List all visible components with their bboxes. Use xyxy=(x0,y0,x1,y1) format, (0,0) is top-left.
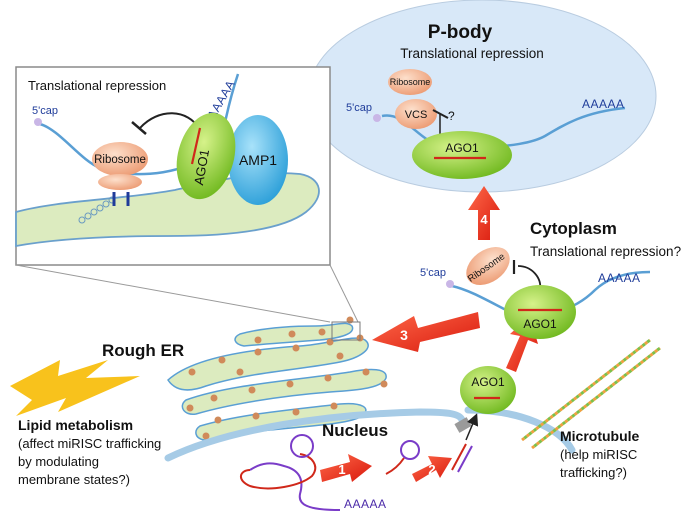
cytoplasm-title: Cytoplasm xyxy=(530,219,617,238)
nucleus: Nucleus AAAAA xyxy=(164,406,576,511)
step-1-label: 1 xyxy=(338,462,345,477)
pri-mirna-loop xyxy=(290,434,314,458)
inset-ribosome-small xyxy=(98,174,142,190)
nucleus-label: Nucleus xyxy=(322,421,388,440)
step-arrow-2: 2 xyxy=(412,456,452,482)
inset-panel: Translational repression 5'cap AAAAA Rib… xyxy=(15,66,331,266)
cytoplasm-polya: AAAAA xyxy=(598,271,641,285)
inset-cap: 5'cap xyxy=(32,105,58,117)
p-body: P-body Translational repression 5'cap AA… xyxy=(307,0,657,193)
mirna-duplex-1 xyxy=(451,443,467,471)
cytoplasm-ago1 xyxy=(504,285,576,339)
microtubule-text: Microtubule (help miRISC trafficking?) xyxy=(560,428,640,480)
step-arrow-1: 1 xyxy=(320,454,372,482)
inset-ribosome-label: Ribosome xyxy=(94,154,146,166)
nuclear-pore xyxy=(454,417,472,433)
cytoplasm-ago1-label: AGO1 xyxy=(523,317,557,331)
question-mark: ? xyxy=(448,109,455,123)
step-arrow-4: 4 xyxy=(468,186,500,240)
p-body-ago1-label: AGO1 xyxy=(445,141,479,155)
lipid-title: Lipid metabolism xyxy=(18,417,133,433)
cap-dot xyxy=(373,114,381,122)
step-3-label: 3 xyxy=(400,327,408,343)
p-body-polya: AAAAA xyxy=(582,97,625,111)
inset-ribosome xyxy=(92,142,148,176)
amp1 xyxy=(228,115,288,205)
pre-mirna-loop xyxy=(400,440,420,460)
microtubules xyxy=(521,338,661,450)
lipid-desc-2: by modulating xyxy=(18,454,99,469)
cytoplasm-cap: 5'cap xyxy=(420,267,446,279)
p-body-cap: 5'cap xyxy=(346,102,372,114)
p-body-title: P-body xyxy=(428,22,493,43)
cytoplasm-ribosome xyxy=(466,246,510,286)
exported-ago1-label: AGO1 xyxy=(471,375,505,389)
inset-cap-dot xyxy=(34,118,42,126)
p-body-ribosome xyxy=(388,69,432,95)
nucleus-polya: AAAAA xyxy=(344,497,387,511)
pri-mirna-stem xyxy=(240,453,317,490)
pri-mirna-tail xyxy=(249,462,341,511)
er-cisterna-2 xyxy=(181,368,387,415)
inset-ago1 xyxy=(176,112,236,200)
p-body-ago1 xyxy=(412,131,512,179)
lipid-desc-3: membrane states?) xyxy=(18,472,130,487)
exported-ago1: AGO1 xyxy=(460,366,516,414)
vcs xyxy=(395,99,437,129)
lipid-desc-1: (affect miRISC trafficking xyxy=(18,436,161,451)
microtubule-title: Microtubule xyxy=(560,428,640,444)
vcs-label: VCS xyxy=(405,109,428,121)
inset-title: Translational repression xyxy=(28,78,166,93)
lightning-icon xyxy=(10,360,140,416)
microtubule-1b xyxy=(521,338,651,442)
lipid-text: Lipid metabolism (affect miRISC traffick… xyxy=(18,417,161,487)
inset-mirna xyxy=(190,127,202,165)
inhibition-bar xyxy=(432,109,449,119)
microtubule-desc-2: trafficking?) xyxy=(560,465,627,480)
exported-ago1-shape xyxy=(460,366,516,414)
zoom-line-right xyxy=(329,264,359,323)
pre-mirna-stem xyxy=(385,457,405,475)
microtubule-desc-1: (help miRISC xyxy=(560,447,637,462)
inset-inhibition-bar xyxy=(131,121,147,135)
mirna-duplex-2 xyxy=(457,445,473,473)
p-body-ribosome-label: Ribosome xyxy=(390,77,431,87)
zoom-line-left xyxy=(15,264,331,323)
p-body-subtitle: Translational repression xyxy=(400,46,544,61)
zoom-box xyxy=(331,321,361,341)
step-4-label: 4 xyxy=(480,212,488,227)
ribosome-dots xyxy=(186,316,388,440)
cytoplasm-subtitle: Translational repression? xyxy=(530,244,681,259)
amp1-label: AMP1 xyxy=(239,152,277,168)
cytoplasm-cap-dot xyxy=(446,280,454,288)
export-arrow xyxy=(465,413,479,441)
step-arrow-3: 3 xyxy=(372,312,480,352)
inset-ago1-label: AGO1 xyxy=(191,148,212,186)
step-2-label: 2 xyxy=(428,462,435,477)
rough-er-label: Rough ER xyxy=(102,341,184,360)
nuclear-envelope-left xyxy=(164,408,466,462)
microtubule-2b xyxy=(531,346,661,450)
